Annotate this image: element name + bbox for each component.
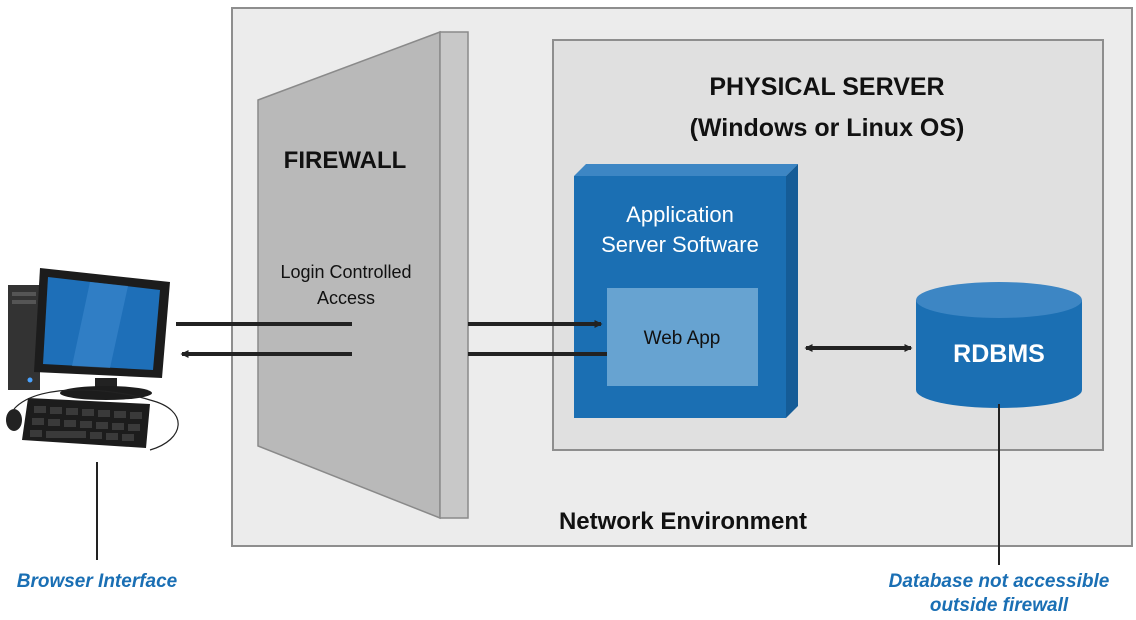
- physical-server-os: (Windows or Linux OS): [690, 114, 965, 142]
- physical-server-title: PHYSICAL SERVER: [709, 73, 944, 101]
- network-environment-label: Network Environment: [559, 508, 807, 535]
- db-caption-line1: Database not accessible: [889, 571, 1110, 592]
- rdbms-label: RDBMS: [953, 340, 1045, 368]
- computer-icon: [6, 268, 179, 451]
- web-app-box: [607, 288, 758, 386]
- firewall-access-line2: Access: [317, 288, 375, 308]
- firewall-title: FIREWALL: [284, 147, 407, 174]
- db-caption-line2: outside firewall: [930, 595, 1069, 616]
- firewall-access-line1: Login Controlled: [280, 262, 411, 282]
- firewall: [257, 30, 469, 520]
- web-app-label: Web App: [644, 328, 721, 349]
- application-server-label-line2: Server Software: [601, 232, 759, 257]
- browser-interface-caption: Browser Interface: [17, 571, 178, 592]
- application-server-label-line1: Application: [626, 202, 734, 227]
- rdbms-cylinder: [916, 282, 1082, 408]
